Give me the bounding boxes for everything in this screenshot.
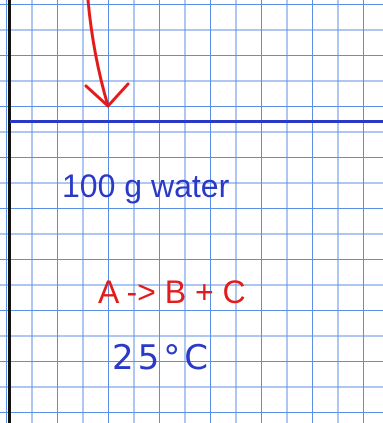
beaker-wall xyxy=(8,0,11,423)
temperature-label: 25°C xyxy=(112,338,213,378)
reaction-equation: A -> B + C xyxy=(98,274,246,310)
water-label: 100 g water xyxy=(62,168,230,204)
water-level-line xyxy=(10,120,383,123)
